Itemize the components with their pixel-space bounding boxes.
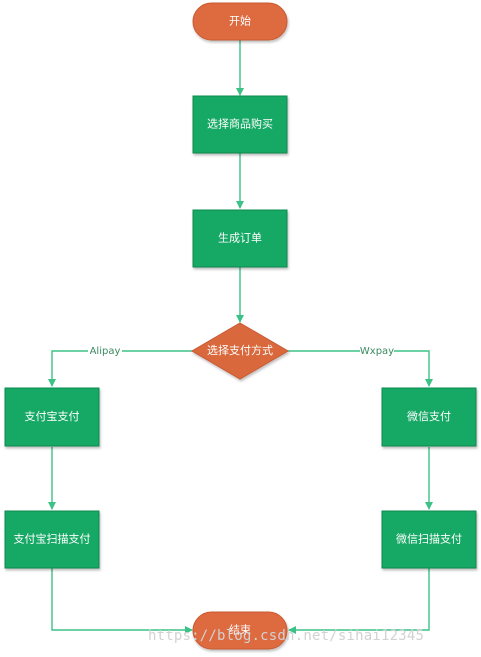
node-end[interactable]: 结束: [192, 611, 288, 650]
node-wechat-pay-label: 微信支付: [407, 409, 451, 423]
node-wechat-pay[interactable]: 微信支付: [381, 387, 477, 447]
node-wechat-scan[interactable]: 微信扫描支付: [381, 510, 477, 569]
edge-label-wxpay: Wxpay: [360, 346, 394, 357]
node-choose-payment[interactable]: 选择支付方式: [191, 322, 289, 380]
edge-alipay-scan-to-end: [51, 568, 193, 634]
node-alipay-scan[interactable]: 支付宝扫描支付: [4, 510, 100, 569]
edge-label-alipay: Alipay: [90, 346, 121, 357]
node-select-product[interactable]: 选择商品购买: [192, 95, 288, 154]
node-alipay-pay-label: 支付宝支付: [25, 409, 80, 423]
edge-decision-to-alipay: [48, 350, 194, 387]
node-create-order[interactable]: 生成订单: [192, 209, 288, 268]
node-alipay-scan-label: 支付宝扫描支付: [14, 532, 91, 546]
watermark-url: https://blog.csdn.net/sihai12345: [148, 628, 425, 644]
node-select-product-label: 选择商品购买: [207, 117, 273, 131]
node-start-label: 开始: [229, 14, 251, 28]
node-alipay-pay[interactable]: 支付宝支付: [4, 387, 100, 447]
node-wechat-scan-label: 微信扫描支付: [396, 532, 462, 546]
node-create-order-label: 生成订单: [218, 231, 262, 245]
node-choose-payment-label: 选择支付方式: [207, 343, 273, 357]
node-end-label: 结束: [229, 624, 251, 637]
edge-decision-to-wechat: [286, 350, 433, 387]
edge-wechat-scan-to-end: [288, 568, 430, 634]
node-start[interactable]: 开始: [192, 2, 288, 41]
